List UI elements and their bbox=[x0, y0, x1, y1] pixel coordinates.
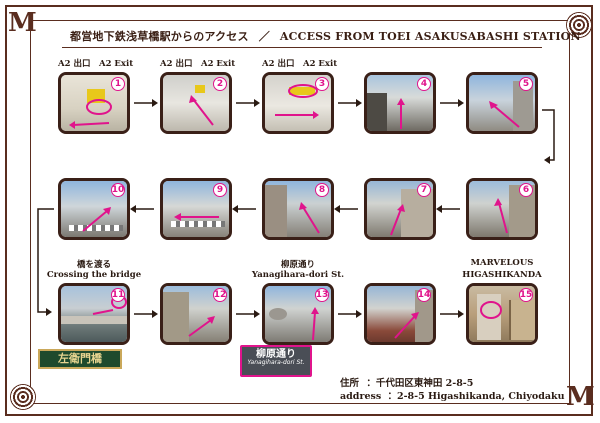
step-number-badge: 9 bbox=[213, 183, 227, 197]
step-number-badge: 4 bbox=[417, 77, 431, 91]
route-arrow-icon bbox=[494, 198, 508, 234]
step-number-badge: 5 bbox=[519, 77, 533, 91]
exit-caption-2: A2 出口 A2 Exit bbox=[160, 59, 236, 69]
step-photo-13: 13 bbox=[262, 283, 334, 345]
route-arrow-icon bbox=[174, 213, 219, 221]
address-en-value: ：2-8-5 Higashikanda, Chiyodaku bbox=[387, 391, 565, 402]
caption-destination-line2: HIGASHIKANDA bbox=[462, 270, 542, 280]
street-sign-en: Yanagihara-dori St. bbox=[247, 359, 305, 366]
caption-street-en: Yanagihara-dori St. bbox=[251, 270, 345, 280]
step-number-badge: 12 bbox=[213, 288, 227, 302]
step-photo-15: 15 bbox=[466, 283, 538, 345]
title-en: ACCESS FROM TOEI ASAKUSABASHI STATION bbox=[279, 30, 581, 43]
route-arrow-icon bbox=[397, 98, 405, 129]
step-number-badge: 2 bbox=[213, 77, 227, 91]
step-photo-12: 12 bbox=[160, 283, 232, 345]
step-number-badge: 6 bbox=[519, 183, 533, 197]
address-jp-label: 住所 bbox=[340, 378, 360, 389]
step-photo-10: 10 bbox=[58, 178, 130, 240]
address-jp: 住所 ：千代田区東神田 2-8-5 bbox=[340, 375, 473, 389]
corner-monogram-bottom-right: M bbox=[566, 382, 595, 412]
exit-caption-3: A2 出口 A2 Exit bbox=[262, 59, 338, 69]
step-photo-3: 3 bbox=[262, 72, 334, 134]
step-photo-8: 8 bbox=[262, 178, 334, 240]
route-arrow-icon bbox=[390, 204, 405, 236]
corner-ornament-bottom-left bbox=[10, 384, 36, 410]
step-number-badge: 1 bbox=[111, 77, 125, 91]
step-photo-14: 14 bbox=[364, 283, 436, 345]
inner-frame bbox=[30, 20, 570, 404]
address-jp-value: ：千代田区東神田 2-8-5 bbox=[366, 378, 474, 389]
corner-monogram-top-left: M bbox=[8, 8, 37, 38]
route-arrow-icon bbox=[189, 95, 214, 126]
address-en-label: address bbox=[340, 391, 382, 402]
exit-caption-1: A2 出口 A2 Exit bbox=[58, 59, 134, 69]
step-photo-6: 6 bbox=[466, 178, 538, 240]
caption-bridge-jp: 橋を渡る bbox=[76, 260, 111, 270]
route-arrow-icon bbox=[82, 207, 111, 232]
route-arrow-icon bbox=[69, 99, 112, 129]
route-arrow-icon bbox=[188, 316, 215, 337]
step-photo-7: 7 bbox=[364, 178, 436, 240]
step-number-badge: 11 bbox=[111, 288, 125, 302]
step-number-badge: 13 bbox=[315, 288, 329, 302]
route-arrow-icon bbox=[299, 202, 320, 234]
step-photo-2: 2 bbox=[160, 72, 232, 134]
step-photo-4: 4 bbox=[364, 72, 436, 134]
route-arrow-icon bbox=[275, 84, 319, 119]
step-photo-1: 1 bbox=[58, 72, 130, 134]
title-separator: ／ bbox=[258, 30, 270, 43]
caption-street-jp: 柳原通り bbox=[280, 260, 315, 270]
bridge-sign-text: 左衛門橋 bbox=[58, 352, 102, 365]
title-divider bbox=[62, 47, 542, 48]
step-number-badge: 15 bbox=[519, 288, 533, 302]
page-title: 都営地下鉄浅草橋駅からのアクセス ／ ACCESS FROM TOEI ASAK… bbox=[70, 28, 581, 44]
step-number-badge: 8 bbox=[315, 183, 329, 197]
route-arrow-icon bbox=[394, 312, 419, 339]
step-photo-9: 9 bbox=[160, 178, 232, 240]
caption-bridge-en: Crossing the bridge bbox=[46, 270, 142, 280]
bridge-sign: 左衛門橋 bbox=[38, 349, 122, 369]
step-photo-11: 11 bbox=[58, 283, 130, 345]
route-arrow-icon bbox=[489, 101, 520, 128]
route-arrow-icon bbox=[311, 307, 319, 341]
step-number-badge: 3 bbox=[315, 77, 329, 91]
corner-ornament-top-right bbox=[566, 12, 592, 38]
street-sign-jp: 柳原通り bbox=[256, 349, 296, 360]
street-sign: 柳原通り Yanagihara-dori St. bbox=[240, 345, 312, 377]
outer-frame bbox=[5, 5, 593, 416]
step-number-badge: 14 bbox=[417, 288, 431, 302]
step-number-badge: 7 bbox=[417, 183, 431, 197]
address-en: address ：2-8-5 Higashikanda, Chiyodaku bbox=[340, 388, 565, 402]
step-number-badge: 10 bbox=[111, 183, 125, 197]
caption-destination-line1: MARVELOUS bbox=[470, 258, 534, 268]
title-jp: 都営地下鉄浅草橋駅からのアクセス bbox=[70, 30, 249, 43]
destination-marker-icon bbox=[480, 301, 502, 319]
step-photo-5: 5 bbox=[466, 72, 538, 134]
